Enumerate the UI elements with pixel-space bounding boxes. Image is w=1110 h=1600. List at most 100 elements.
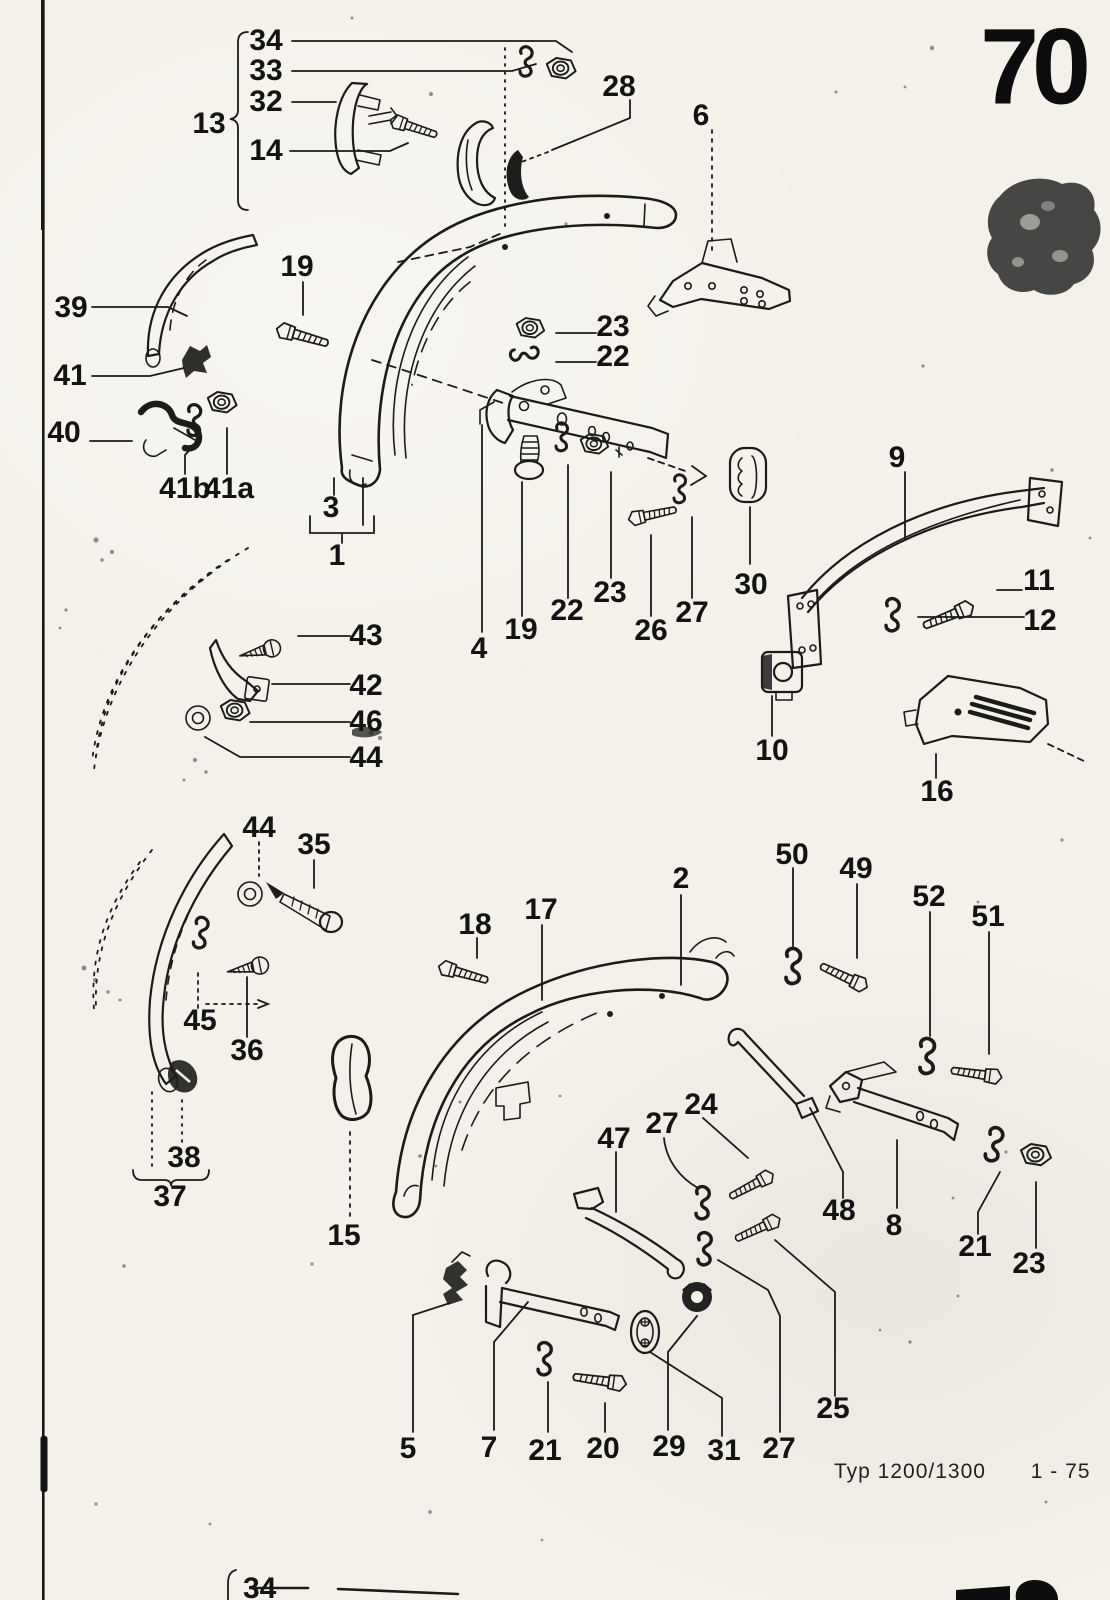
next-page-remnant	[227, 1569, 1058, 1600]
bumper-bracket-center	[479, 378, 670, 460]
part-callout-22-mid: 22	[550, 594, 584, 627]
clip-28b	[506, 150, 529, 200]
footer-edition: 1 - 75	[1030, 1460, 1091, 1483]
s-hook-21-right	[982, 1124, 1006, 1164]
hex-nut-23-center	[579, 433, 610, 455]
footer-model: Typ 1200/1300	[834, 1460, 986, 1483]
part-callout-3: 3	[322, 491, 340, 524]
bracket-40	[137, 400, 203, 458]
part-callout-52: 52	[912, 880, 946, 913]
dotted-arcs	[91, 547, 249, 1011]
s-hook-34	[518, 45, 534, 78]
nut-29	[682, 1282, 712, 1312]
part-callout-51: 51	[971, 900, 1005, 933]
part-callout-8: 8	[885, 1209, 903, 1242]
part-callout-32: 32	[249, 85, 283, 118]
bracket-6	[647, 238, 792, 317]
footer: Typ 1200/1300 1 - 75	[834, 1460, 1091, 1484]
part-callout-16: 16	[920, 775, 954, 808]
hex-nut-23-top	[515, 317, 546, 339]
page-number: 70	[980, 6, 1091, 128]
part-callout-35: 35	[297, 828, 331, 861]
bolt-11	[920, 597, 978, 634]
part-callout-18: 18	[458, 908, 492, 941]
part-callout-21-bottom: 21	[528, 1434, 562, 1467]
part-callout-30: 30	[734, 568, 768, 601]
part-callout-12: 12	[1023, 604, 1057, 637]
support-bar-9	[786, 476, 1064, 670]
part-callout-37: 37	[153, 1180, 187, 1213]
part-callout-41: 41	[53, 359, 87, 392]
hex-nut-41a	[206, 391, 238, 414]
part-callout-44-upper: 44	[349, 741, 383, 774]
s-hook-12	[884, 596, 902, 633]
part-callout-24: 24	[684, 1088, 718, 1121]
screw-19-center	[513, 435, 545, 481]
s-hook-45	[191, 915, 211, 951]
part-callout-46: 46	[349, 705, 383, 738]
bracket-8	[825, 1061, 960, 1142]
part-callout-22-top: 22	[596, 340, 630, 373]
s-hook-27-center	[672, 473, 688, 505]
part-callout-43: 43	[349, 619, 383, 652]
part-callout-10: 10	[755, 734, 789, 767]
bolt-19-left	[273, 320, 331, 352]
cage-nut-10	[760, 650, 804, 701]
part-callout-4: 4	[470, 632, 488, 665]
part-callout-21-right: 21	[958, 1230, 992, 1263]
bolt-18	[435, 958, 491, 989]
s-hook-22-top	[508, 344, 541, 364]
grommet-31	[629, 1309, 661, 1355]
clip-41	[182, 345, 211, 378]
smudge-mark	[352, 726, 382, 738]
rubber-buffer-15	[331, 1034, 373, 1121]
bracket-13-group	[229, 31, 577, 211]
bracket-7-bottom	[484, 1259, 621, 1332]
part-callout-23-mid: 23	[593, 576, 627, 609]
part-callout-40: 40	[47, 416, 81, 449]
s-hook-27-upper	[694, 1184, 712, 1221]
screw-35	[266, 882, 344, 934]
s-hook-27-lower	[696, 1230, 714, 1267]
screw-43	[237, 637, 283, 665]
part-callout-23-right: 23	[1012, 1247, 1046, 1280]
part-callout-50: 50	[775, 838, 809, 871]
part-callout-23-top: 23	[596, 310, 630, 343]
part-callout-19-left: 19	[280, 250, 314, 283]
part-callout-39: 39	[54, 291, 88, 324]
hex-nut-23-right	[1020, 1143, 1052, 1167]
part-callout-33: 33	[249, 54, 283, 87]
part-callout-34-top: 34	[249, 24, 283, 57]
trim-strip-39	[145, 233, 259, 368]
part-callout-6: 6	[692, 99, 710, 132]
part-callout-20: 20	[586, 1432, 620, 1465]
bolt-24	[726, 1167, 778, 1204]
part-callout-27-mid: 27	[675, 596, 709, 629]
ink-stain	[987, 178, 1101, 295]
bolt-20	[571, 1368, 629, 1393]
scan-speckles	[58, 16, 1092, 1542]
rear-bumper-blade	[392, 937, 735, 1219]
part-callout-31: 31	[707, 1434, 741, 1467]
partial-next-page-callout: 34	[243, 1572, 277, 1600]
screw-36	[225, 954, 271, 981]
strut-47	[572, 1186, 685, 1280]
s-hook-50	[784, 946, 803, 986]
bracket-42	[208, 638, 270, 703]
leader-lines	[89, 40, 1087, 1437]
part-callout-38: 38	[167, 1141, 201, 1174]
s-hook-22-center	[554, 421, 570, 453]
part-callout-17: 17	[524, 893, 558, 926]
part-callout-19-mid: 19	[504, 613, 538, 646]
strut-48	[727, 1027, 820, 1120]
clamp-piece-28	[456, 120, 497, 207]
mounting-bracket-32	[334, 81, 398, 176]
bracket-16	[903, 674, 1050, 746]
part-callout-11: 11	[1023, 564, 1055, 597]
part-callout-15: 15	[327, 1219, 361, 1252]
bolt-49	[816, 958, 872, 995]
part-callout-48: 48	[822, 1194, 856, 1227]
washer-46a	[185, 705, 211, 731]
